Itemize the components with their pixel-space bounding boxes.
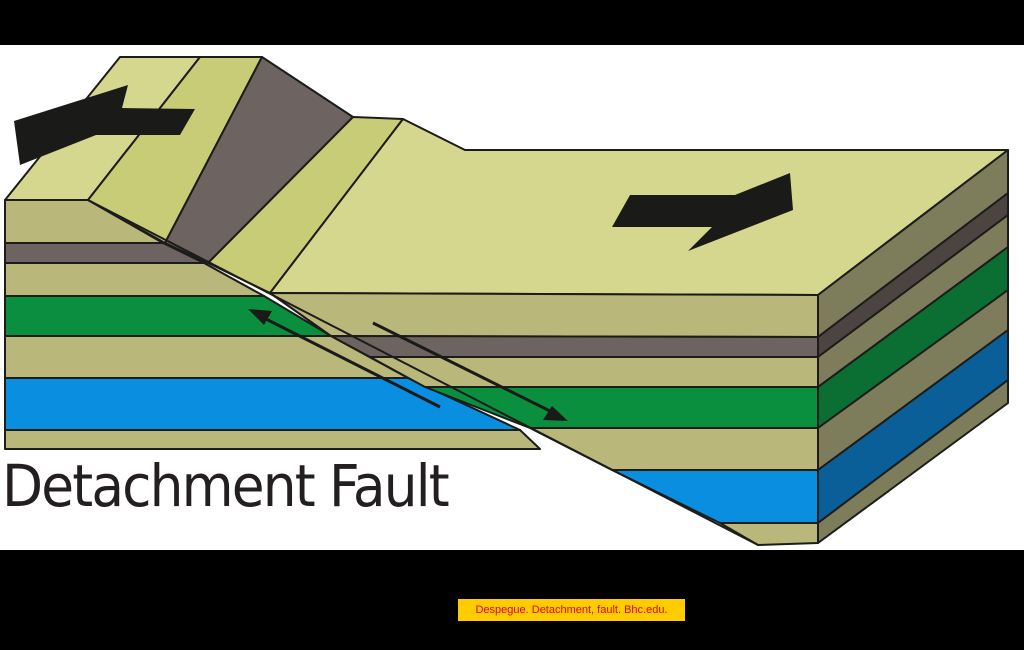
right-layer-blue bbox=[611, 469, 819, 524]
movement-arrow-right-icon bbox=[612, 173, 793, 251]
left-layer-tan-4 bbox=[4, 429, 541, 450]
movement-arrow-left-icon bbox=[14, 85, 195, 165]
slip-arrow-down-icon bbox=[372, 321, 568, 421]
left-block-top bbox=[4, 56, 404, 294]
source-caption: Despegue. Detachment, fault. Bhc.edu. bbox=[458, 599, 685, 621]
diagram-title: Detachment Fault bbox=[2, 452, 450, 520]
fault-plane-line bbox=[87, 199, 759, 546]
detachment-fault-diagram bbox=[4, 56, 1009, 546]
right-layer-tan-1 bbox=[269, 292, 819, 338]
side-layer-tan-4 bbox=[817, 379, 1009, 544]
right-block-side bbox=[817, 149, 1009, 544]
diagram-panel: Detachment Fault bbox=[0, 45, 1024, 550]
right-layer-tan-2 bbox=[369, 356, 819, 388]
right-block-front bbox=[269, 292, 819, 546]
slip-arrow-up-icon bbox=[248, 309, 441, 409]
